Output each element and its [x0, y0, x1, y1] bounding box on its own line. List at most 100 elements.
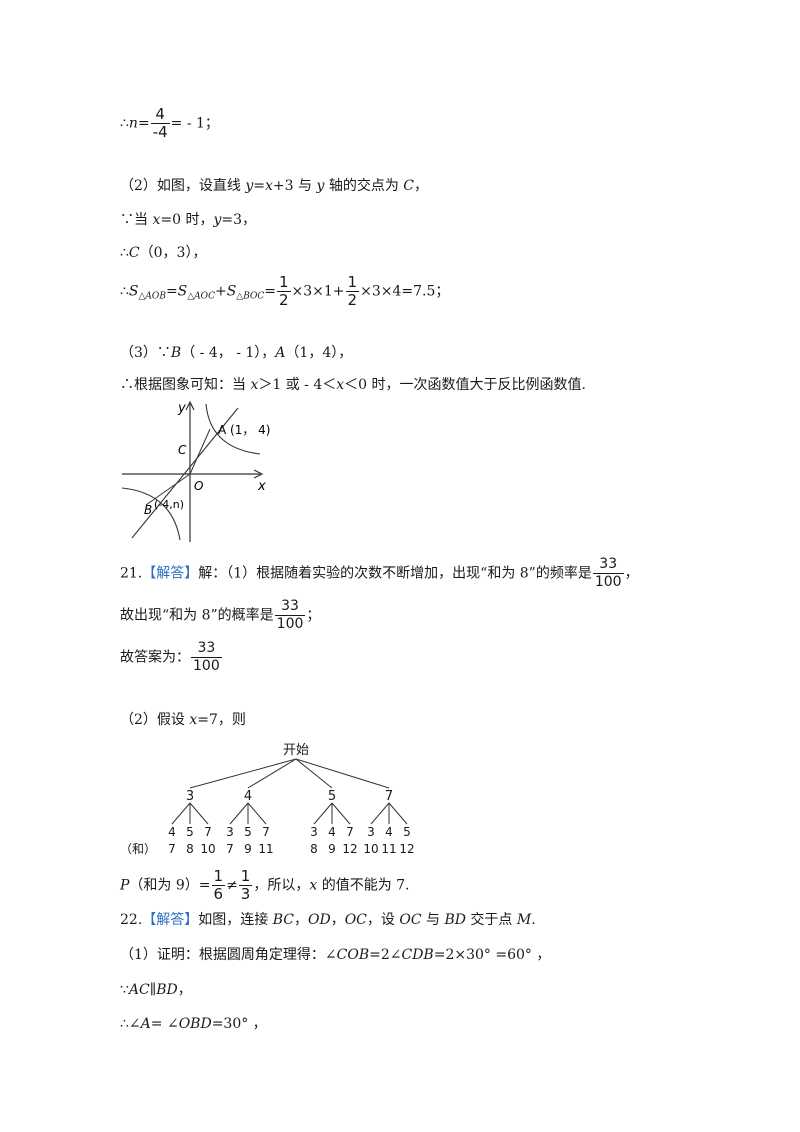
text: ，	[414, 178, 429, 194]
text: ＞1 或 - 4＜	[258, 377, 337, 393]
text: （1）证明：根据圆周角定理得：∠	[120, 947, 337, 963]
tree-node-level2: 4	[168, 825, 176, 839]
subscript: △AOB	[138, 291, 166, 302]
segment-label: OD	[307, 912, 331, 928]
subscript: △AOC	[187, 291, 215, 302]
text: （1，4），	[285, 345, 353, 361]
text: 解：（1）根据随着实验的次数不断增加，出现“和为 8”的频率是	[198, 565, 592, 582]
var-y: y	[213, 212, 222, 228]
tree-branch-level2	[229, 802, 249, 825]
tree-branch-level1	[189, 758, 297, 789]
angle-label: OBD	[178, 1016, 212, 1032]
text: （2）如图，设直线	[120, 178, 246, 194]
text: 故出现“和为 8”的概率是	[120, 607, 274, 624]
text: （2）假设	[120, 712, 190, 728]
point-M: M	[516, 912, 532, 928]
numerator: 33	[197, 640, 216, 656]
tree-branch-level2	[189, 802, 209, 825]
tree-node-level2: 7	[204, 825, 212, 839]
tree-node-level1: 4	[244, 789, 252, 804]
denominator: 100	[191, 657, 222, 674]
segment-label: BC	[272, 912, 294, 928]
tree-node-level2: 7	[262, 825, 270, 839]
tree-node-level2: 5	[186, 825, 194, 839]
label-C: C	[178, 443, 187, 457]
tree-sum-value: 9	[328, 842, 336, 855]
tree-sum-value: 12	[342, 842, 357, 855]
point-C: C	[403, 178, 415, 194]
text: （和为 9）=	[129, 877, 211, 894]
tree-node-level1: 7	[385, 789, 393, 804]
tree-sum-value: 9	[244, 842, 252, 855]
line-q22-proof-angle: （1）证明：根据圆周角定理得：∠COB=2∠CDB=2×30° =60° ，	[120, 945, 550, 965]
text: （3）∵	[120, 345, 171, 361]
tree-root: 开始	[283, 743, 309, 758]
numerator: 1	[278, 273, 289, 291]
x-axis-arrow	[253, 469, 264, 479]
point-B: B	[170, 345, 182, 361]
point-A: A	[275, 345, 286, 361]
subscript: △BOC	[236, 291, 265, 302]
tree-branch-level2	[388, 802, 408, 825]
tree-node-level1: 3	[186, 789, 194, 804]
var-y: y	[316, 178, 325, 194]
tree-node-level2: 5	[244, 825, 252, 839]
tree-sum-value: 10	[200, 842, 215, 855]
tree-sum-value: 12	[399, 842, 414, 855]
text: ，所以，	[253, 877, 310, 894]
text: ＜0 时，一次函数值大于反比例函数值.	[344, 377, 586, 393]
tree-node-level2: 4	[328, 825, 336, 839]
text: ∵当	[120, 212, 153, 228]
hyperbola-branch-q1	[205, 403, 261, 455]
tree-sum-value: 10	[363, 842, 378, 855]
label-x: x	[257, 479, 266, 494]
segment-label: OC	[344, 912, 367, 928]
text: =0 时，	[160, 212, 214, 228]
question-number: 22.	[120, 912, 143, 928]
numerator: 4	[155, 105, 165, 123]
text: =2∠	[369, 947, 402, 963]
denominator: -4	[150, 123, 170, 141]
text: 如图，连接	[198, 912, 273, 928]
line-q22-parallel: ∵AC∥BD，	[120, 980, 192, 1000]
text: =	[253, 178, 266, 194]
segment-OB	[145, 473, 191, 506]
label-B: B	[144, 503, 152, 517]
text: （0，3），	[139, 245, 207, 261]
text: =30° ，	[211, 1016, 267, 1032]
result-text: = - 1；	[170, 115, 219, 132]
numerator: 1	[240, 867, 251, 885]
text: ∴	[120, 245, 129, 261]
text: ，	[177, 982, 192, 998]
text: 轴的交点为	[324, 178, 404, 194]
line-assume-x7: （2）假设 x=7，则	[120, 710, 246, 730]
tree-node-level2: 7	[346, 825, 354, 839]
denominator: 100	[274, 615, 306, 632]
var-x: x	[336, 377, 345, 393]
tree-node-level2: 5	[403, 825, 411, 839]
segment-label: AC	[128, 982, 150, 998]
tree-branch-level2	[370, 802, 390, 825]
segment-OA	[189, 428, 211, 475]
line-q22-angle-A: ∴∠A= ∠OBD=30° ，	[120, 1014, 267, 1034]
text: =3，	[221, 212, 257, 228]
tree-node-level2: 3	[367, 825, 375, 839]
numerator: 33	[599, 556, 618, 572]
fraction-4-over-neg4: 4-4	[150, 105, 170, 141]
text: =	[264, 283, 276, 300]
probability-symbol: P	[120, 877, 130, 894]
function-graph: y x C O A (1， 4) B (-4,n)	[121, 400, 270, 542]
not-equal: ≠	[226, 877, 238, 894]
line-when-x0: ∵当 x=0 时，y=3，	[120, 210, 256, 230]
